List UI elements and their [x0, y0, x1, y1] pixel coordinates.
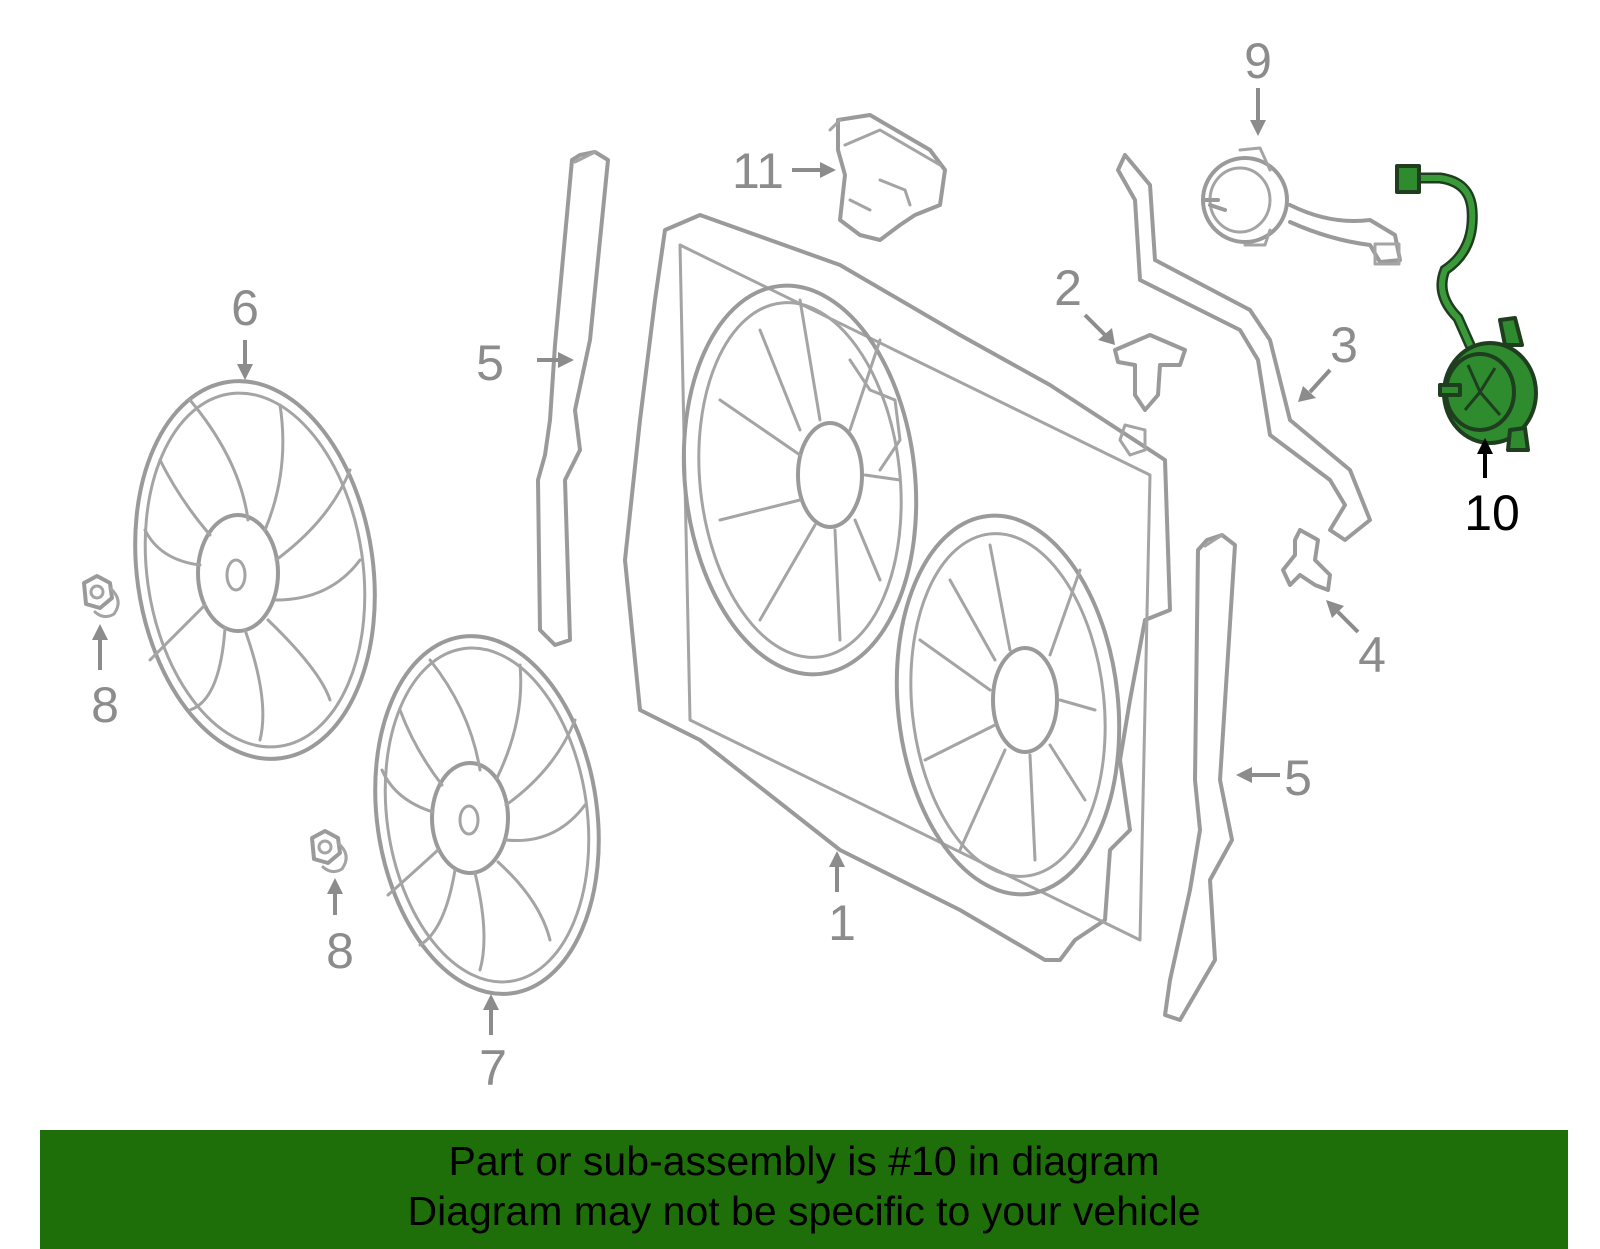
leader-1 [829, 851, 845, 892]
part-5-seal-left [536, 150, 610, 647]
callout-5-right: 5 [1284, 750, 1312, 806]
banner-line-1: Part or sub-assembly is #10 in diagram [448, 1138, 1160, 1184]
part-11-controller [828, 113, 947, 242]
callout-5-left: 5 [476, 335, 504, 391]
callout-9: 9 [1244, 33, 1272, 89]
part-7-fan [373, 634, 601, 996]
leader-5-left [537, 352, 574, 368]
part-4-clip [1281, 528, 1332, 592]
leader-3 [1298, 368, 1332, 402]
part-5-seal-right [1163, 533, 1237, 1022]
leader-10 [1477, 438, 1493, 478]
part-6-fan [133, 379, 377, 761]
callout-3: 3 [1330, 317, 1358, 373]
callout-2: 2 [1054, 260, 1082, 316]
callout-1: 1 [828, 895, 856, 951]
leader-4 [1326, 600, 1360, 634]
parts-diagram: 9 11 2 3 4 5 5 6 7 8 8 1 10 [82, 33, 1538, 1096]
callout-7: 7 [479, 1040, 507, 1096]
leader-8-upper [92, 624, 108, 670]
leader-5-right [1236, 767, 1280, 783]
part-2-bracket [1113, 333, 1187, 412]
part-10-fan-motor-highlighted [1395, 164, 1538, 452]
leader-8-lower [327, 878, 343, 915]
part-1-fan-shroud [623, 213, 1172, 962]
callout-11: 11 [732, 143, 784, 199]
leader-2 [1083, 313, 1115, 345]
leader-9 [1250, 88, 1266, 136]
leader-7 [483, 994, 499, 1035]
info-banner: Part or sub-assembly is #10 in diagram D… [40, 1130, 1568, 1249]
callout-4: 4 [1358, 627, 1386, 683]
part-3-hose [1116, 153, 1372, 542]
part-8-nut-upper [82, 574, 120, 619]
callout-6: 6 [231, 280, 259, 336]
part-9-fan-motor [1201, 146, 1402, 266]
leader-11 [792, 162, 836, 178]
part-8-nut-lower [310, 829, 348, 874]
leader-6 [237, 340, 253, 380]
callout-10: 10 [1464, 485, 1520, 541]
callout-8-upper: 8 [91, 677, 119, 733]
callout-8-lower: 8 [326, 923, 354, 979]
banner-line-2: Diagram may not be specific to your vehi… [407, 1188, 1201, 1234]
